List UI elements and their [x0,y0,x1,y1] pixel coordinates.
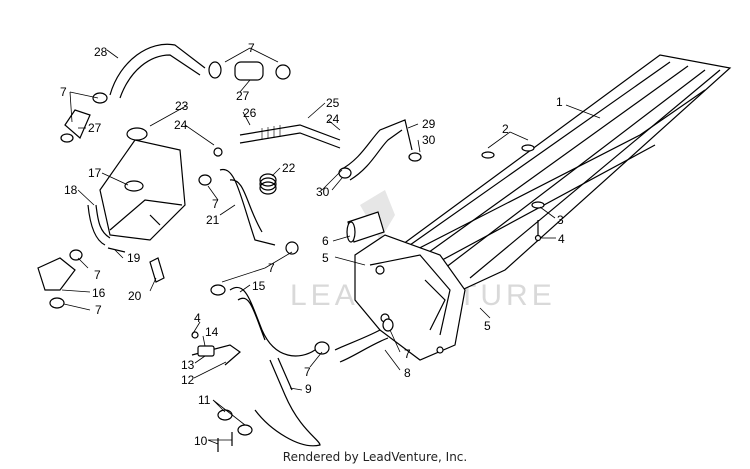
callout-19: 19 [127,251,141,265]
hose-16 [37,249,83,309]
hose-15 [229,286,316,357]
callout-13: 13 [181,358,195,372]
callout-26: 26 [243,106,257,120]
callout-12: 12 [181,373,195,387]
callout-28: 28 [94,45,108,59]
bolts-10 [217,432,233,452]
callout-7h: 7 [404,347,411,361]
coolant-tank [99,127,186,241]
callout-22: 22 [282,161,296,175]
callout-27b: 27 [88,121,102,135]
callout-7a: 7 [248,41,255,55]
callout-6: 6 [322,234,329,248]
rendered-by-credit: Rendered by LeadVenture, Inc. [282,450,468,464]
tank-bolt [107,247,126,253]
callout-16: 16 [92,286,106,300]
callout-17: 17 [88,166,102,180]
callout-24a: 24 [174,118,188,132]
callout-labels: 1 2 3 4 6 5 5 28 7 27 7 27 23 24 26 25 2… [60,41,565,448]
callout-29: 29 [422,117,436,131]
callout-1: 1 [556,95,563,109]
callout-9: 9 [305,382,312,396]
callout-30a: 30 [422,133,436,147]
bracket-12-14 [191,331,241,366]
callout-7f: 7 [268,261,275,275]
hose-9 [254,357,321,447]
clamp-21-bottom [285,241,299,255]
hose-8 [334,329,389,363]
clamp-8 [382,318,394,332]
callout-18: 18 [64,183,78,197]
callout-7b: 7 [60,85,67,99]
callout-7d: 7 [94,268,101,282]
clamps-11 [217,409,253,436]
callout-4b: 4 [194,311,201,325]
hose-27-upper [208,61,291,81]
callout-27a: 27 [236,89,250,103]
callout-15: 15 [252,279,266,293]
callout-30b: 30 [316,185,330,199]
callout-10: 10 [194,434,208,448]
callout-23: 23 [175,99,189,113]
tank-bracket [149,257,165,283]
callout-7e: 7 [95,303,102,317]
callout-4a: 4 [558,232,565,246]
rivets-and-spacers [481,144,545,242]
callout-11: 11 [198,393,211,407]
hose-26-braided [239,124,341,149]
callout-24b: 24 [326,112,340,126]
clamp-21-top [198,174,212,186]
hose-18 [87,204,111,246]
callout-2: 2 [502,122,509,136]
clamp-30-lower [338,167,352,179]
callout-21: 21 [206,213,220,227]
clamp-30-upper [408,152,422,162]
callout-20: 20 [128,289,142,303]
callout-5a: 5 [322,251,329,265]
leader-lines [61,47,601,445]
callout-14: 14 [205,325,219,339]
callout-7c: 7 [212,197,219,211]
callout-25: 25 [326,96,340,110]
hose-29 [339,119,413,181]
sleeve [346,211,385,243]
hose-21 [219,168,276,246]
callout-7g: 7 [304,365,311,379]
callout-5b: 5 [484,319,491,333]
clamp-15-right [314,341,330,355]
spring-22 [259,173,277,195]
callout-8: 8 [404,366,411,380]
callout-3: 3 [557,213,564,227]
clamp-15-top [210,284,226,296]
hose-28 [109,43,206,99]
clamp-24-left [213,147,223,157]
